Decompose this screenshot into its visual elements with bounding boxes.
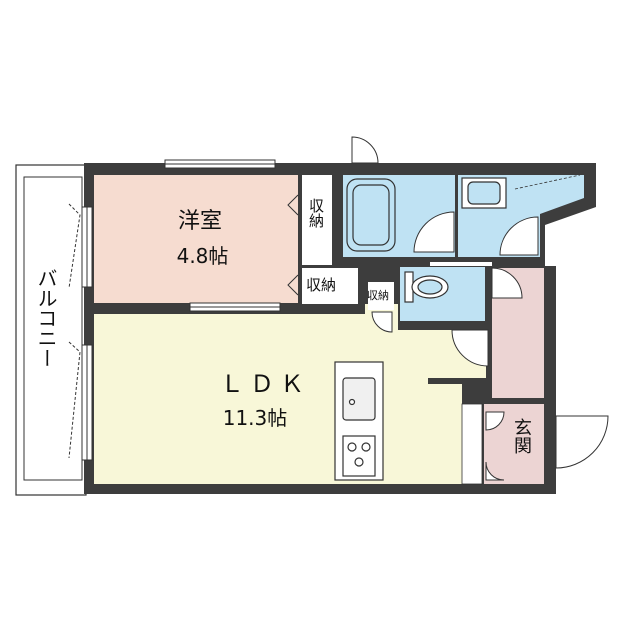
western-room-size: 4.8帖	[176, 244, 229, 268]
closet-doors	[287, 194, 299, 296]
entrance-door	[555, 415, 609, 469]
toilet	[404, 271, 449, 303]
closet-lower-label: 収納	[306, 276, 337, 294]
bath-door	[413, 211, 455, 253]
entrance-label: 玄関	[511, 418, 532, 454]
closet-upper	[302, 175, 332, 265]
closet-small	[368, 282, 394, 310]
windows	[68, 159, 276, 461]
toilet-door	[491, 267, 523, 299]
bath-fixtures	[346, 174, 581, 256]
balcony-door-top	[351, 136, 379, 164]
stove	[342, 435, 376, 477]
shoe-door-b	[485, 461, 505, 481]
closet-lower	[302, 268, 358, 304]
shoe-storage	[461, 403, 483, 485]
washroom-door	[499, 216, 539, 256]
room-fills	[94, 175, 584, 485]
sliding-door	[189, 302, 281, 312]
small-closet-door	[371, 311, 393, 333]
closet-upper-label: 収納	[307, 198, 325, 228]
kitchen	[334, 361, 384, 481]
ldk-name: ＬＤＫ	[220, 370, 310, 398]
interior-doors	[351, 136, 609, 481]
ldk-room	[94, 304, 486, 484]
hall-door	[451, 329, 489, 367]
shoe-door-a	[485, 411, 505, 431]
balcony-label: バルコニー	[34, 268, 58, 368]
balcony	[15, 164, 87, 496]
closet-small-label: 収納	[367, 289, 389, 302]
western-room-name: 洋室	[177, 209, 222, 234]
ldk-size: 11.3帖	[222, 406, 288, 430]
kitchen-sink	[342, 377, 376, 421]
western-room	[94, 175, 298, 303]
